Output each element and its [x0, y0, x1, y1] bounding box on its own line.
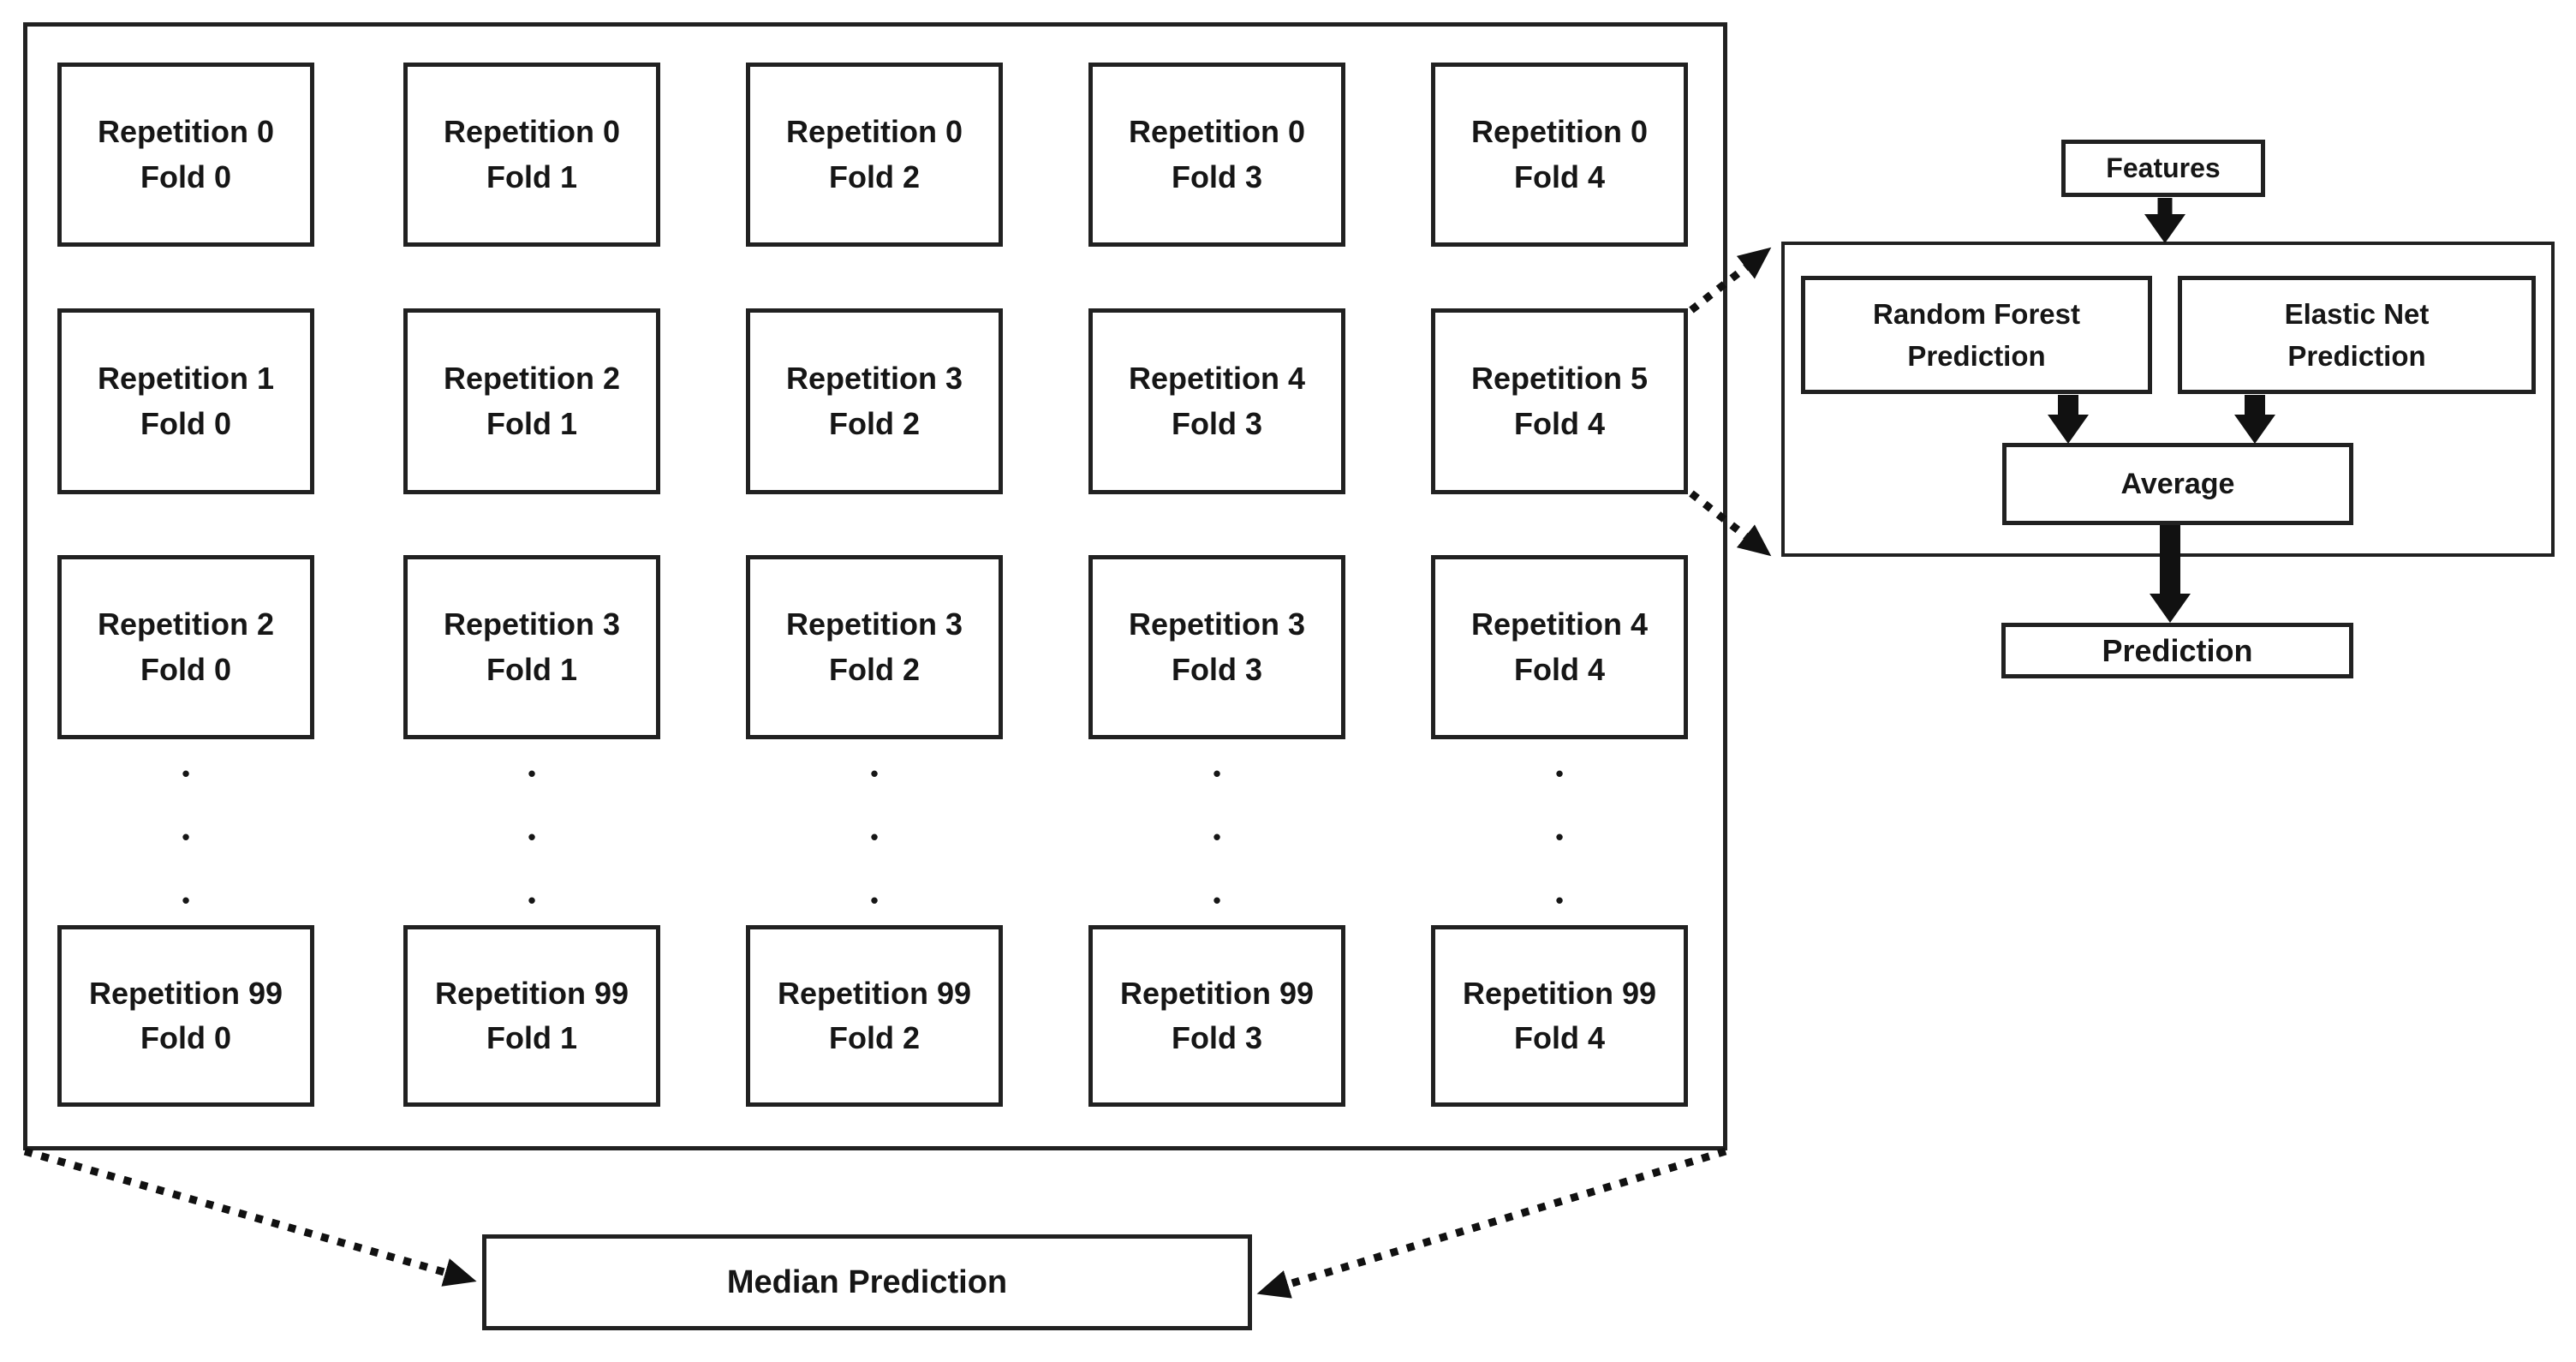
cv-cell-highlighted: Repetition 5 Fold 4: [1431, 308, 1688, 494]
cv-cell: Repetition 99 Fold 1: [403, 925, 660, 1107]
cv-cell: Repetition 99 Fold 4: [1431, 925, 1688, 1107]
cv-cell: Repetition 1 Fold 0: [57, 308, 314, 494]
cv-cell: Repetition 99 Fold 2: [746, 925, 1003, 1107]
vertical-ellipsis: • • •: [1555, 761, 1564, 913]
vertical-ellipsis: • • •: [1213, 761, 1221, 913]
features-box: Features: [2061, 140, 2265, 197]
cv-cell: Repetition 0 Fold 4: [1431, 63, 1688, 247]
elastic-net-prediction-box: Elastic Net Prediction: [2178, 276, 2536, 394]
dotted-arrow-grid-to-median-left: [23, 1147, 477, 1287]
cv-cell: Repetition 4 Fold 4: [1431, 555, 1688, 739]
cv-cell: Repetition 3 Fold 1: [403, 555, 660, 739]
cv-cell: Repetition 0 Fold 3: [1088, 63, 1345, 247]
vertical-ellipsis: • • •: [182, 761, 190, 913]
cv-cell: Repetition 3 Fold 3: [1088, 555, 1345, 739]
average-box: Average: [2002, 443, 2353, 525]
random-forest-prediction-box: Random Forest Prediction: [1801, 276, 2152, 394]
cv-cell: Repetition 0 Fold 2: [746, 63, 1003, 247]
dotted-arrow-grid-to-median-right: [1256, 1147, 1727, 1299]
cv-cell: Repetition 0 Fold 0: [57, 63, 314, 247]
vertical-ellipsis: • • •: [870, 761, 879, 913]
prediction-box: Prediction: [2001, 623, 2353, 678]
median-prediction-box: Median Prediction: [482, 1234, 1252, 1330]
cv-cell: Repetition 99 Fold 3: [1088, 925, 1345, 1107]
cv-cell: Repetition 3 Fold 2: [746, 308, 1003, 494]
cv-cell: Repetition 99 Fold 0: [57, 925, 314, 1107]
cv-cell: Repetition 2 Fold 1: [403, 308, 660, 494]
cv-cell: Repetition 2 Fold 0: [57, 555, 314, 739]
cv-cell: Repetition 3 Fold 2: [746, 555, 1003, 739]
cv-cell: Repetition 0 Fold 1: [403, 63, 660, 247]
cv-cell: Repetition 4 Fold 3: [1088, 308, 1345, 494]
vertical-ellipsis: • • •: [528, 761, 536, 913]
